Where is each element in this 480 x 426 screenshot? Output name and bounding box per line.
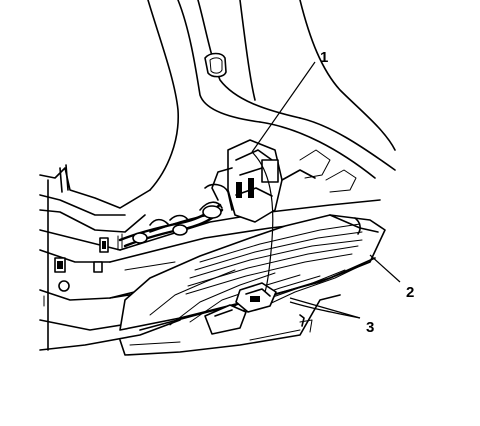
callout-3: 3 <box>366 319 374 336</box>
floor-tray <box>119 214 386 356</box>
handle-opening <box>204 52 227 78</box>
body-pillar-panel <box>147 0 396 191</box>
leader-lines <box>251 61 401 319</box>
wiring-harness <box>117 183 233 251</box>
left-fasteners <box>43 237 109 307</box>
callout-2: 2 <box>406 284 414 301</box>
callout-1: 1 <box>320 49 328 66</box>
